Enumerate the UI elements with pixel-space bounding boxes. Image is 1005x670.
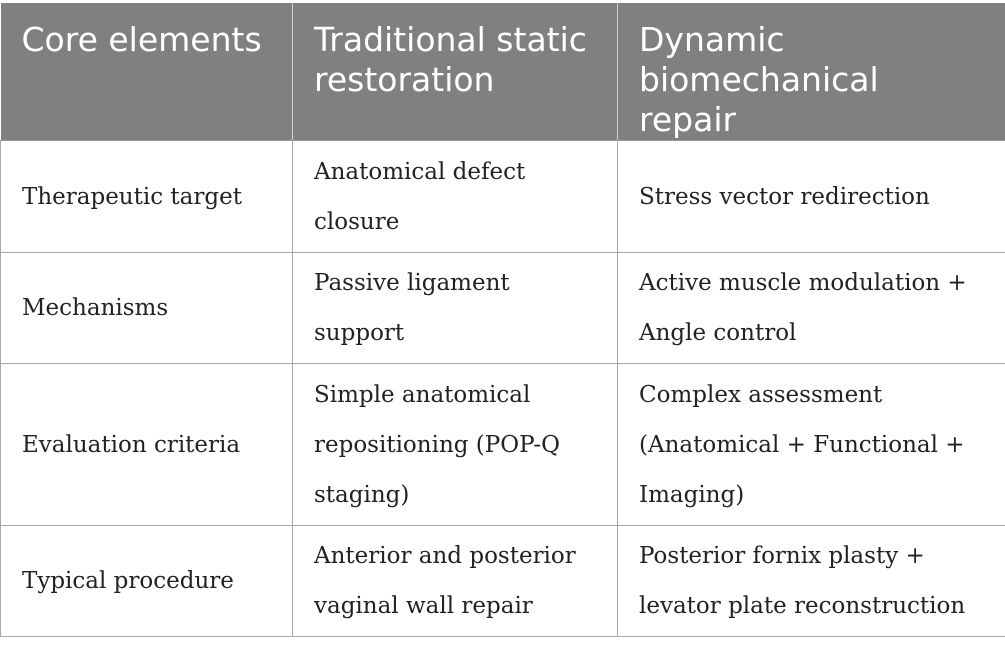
dynamic-cell: Posterior fornix plasty + levator plate … <box>617 525 1005 637</box>
header-row: Core elements Traditional static restora… <box>0 3 1005 141</box>
header-dynamic-biomechanical-repair: Dynamic biomechanical repair <box>617 3 1005 141</box>
dynamic-cell: Complex assessment (Anatomical + Functio… <box>617 363 1005 526</box>
dynamic-cell: Active muscle modulation + Angle control <box>617 252 1005 364</box>
header-core-elements: Core elements <box>0 3 293 141</box>
table-row: Typical procedure Anterior and posterior… <box>0 525 1005 637</box>
table-body: Therapeutic target Anatomical defect clo… <box>0 140 1005 637</box>
comparison-table: Core elements Traditional static restora… <box>0 3 1005 637</box>
dynamic-cell: Stress vector redirection <box>617 140 1005 253</box>
table-header: Core elements Traditional static restora… <box>0 3 1005 141</box>
row-label: Typical procedure <box>0 525 293 637</box>
row-label: Evaluation criteria <box>0 363 293 526</box>
row-label: Mechanisms <box>0 252 293 364</box>
traditional-cell: Simple anatomical repositioning (POP-Q s… <box>292 363 618 526</box>
table-row: Evaluation criteria Simple anatomical re… <box>0 363 1005 526</box>
table-row: Therapeutic target Anatomical defect clo… <box>0 140 1005 253</box>
traditional-cell: Anterior and posterior vaginal wall repa… <box>292 525 618 637</box>
row-label: Therapeutic target <box>0 140 293 253</box>
traditional-cell: Anatomical defect closure <box>292 140 618 253</box>
traditional-cell: Passive ligament support <box>292 252 618 364</box>
header-traditional-static-restoration: Traditional static restoration <box>292 3 618 141</box>
table-row: Mechanisms Passive ligament support Acti… <box>0 252 1005 364</box>
